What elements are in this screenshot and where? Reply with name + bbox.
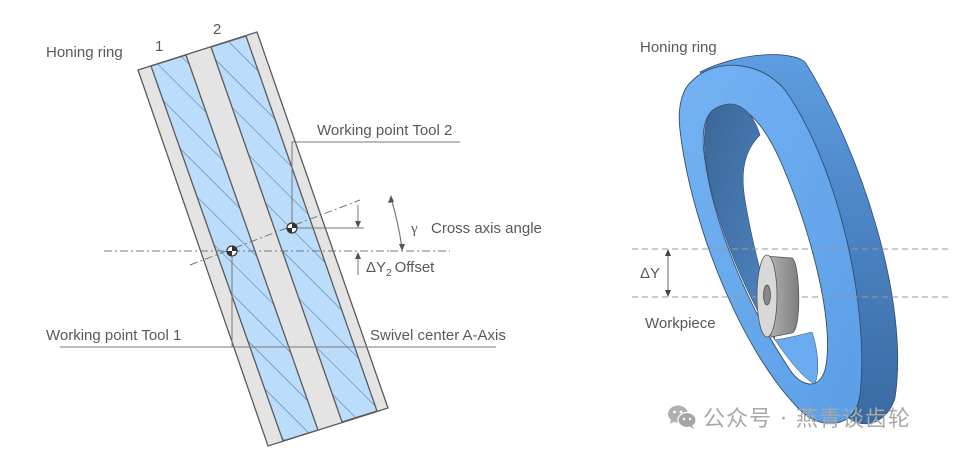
tool-number-2: 2 — [213, 21, 221, 38]
working-point-tool2-label: Working point Tool 2 — [317, 122, 452, 139]
working-point-tool2-marker — [286, 222, 298, 234]
swivel-center-label: Swivel center A-Axis — [370, 327, 506, 344]
offset-arrowhead-top — [355, 221, 361, 228]
cross-axis-angle-label: Cross axis angle — [431, 220, 542, 237]
watermark: 公众号 · 燕青谈齿轮 — [667, 399, 911, 435]
delta-y-label: ΔY — [640, 265, 660, 282]
working-point-tool1-marker — [226, 245, 238, 257]
ring-inner-lower — [774, 331, 819, 385]
honing-ring-3d — [678, 54, 899, 425]
workpiece-bore — [763, 284, 771, 306]
tool-number-1: 1 — [155, 38, 163, 55]
tool2-leader — [291, 141, 460, 228]
offset-subscript: 2 — [386, 268, 392, 279]
workpiece-label: Workpiece — [645, 315, 716, 332]
arc-arrowhead-top — [388, 195, 394, 203]
delta-y-arrow-bottom — [665, 290, 671, 297]
tilted-axis — [189, 199, 361, 266]
watermark-text: 公众号 · 燕青谈齿轮 — [703, 407, 911, 432]
offset-word: Offset — [395, 259, 436, 276]
cross-angle-arc — [390, 197, 403, 250]
working-point-tool1-label: Working point Tool 1 — [46, 327, 181, 344]
workpiece — [756, 254, 800, 338]
honing-ring-label-right: Honing ring — [640, 39, 717, 56]
honing-ring-cross-section — [137, 31, 389, 447]
honing-ring-label-left: Honing ring — [46, 44, 123, 61]
offset-arrowhead-bottom — [355, 252, 361, 259]
offset-delta: ΔY — [366, 259, 386, 276]
gamma-symbol: γ — [410, 221, 418, 237]
wechat-icon — [667, 404, 697, 430]
delta-y-arrow-top — [665, 249, 671, 256]
arc-arrowhead-bottom — [399, 244, 405, 251]
